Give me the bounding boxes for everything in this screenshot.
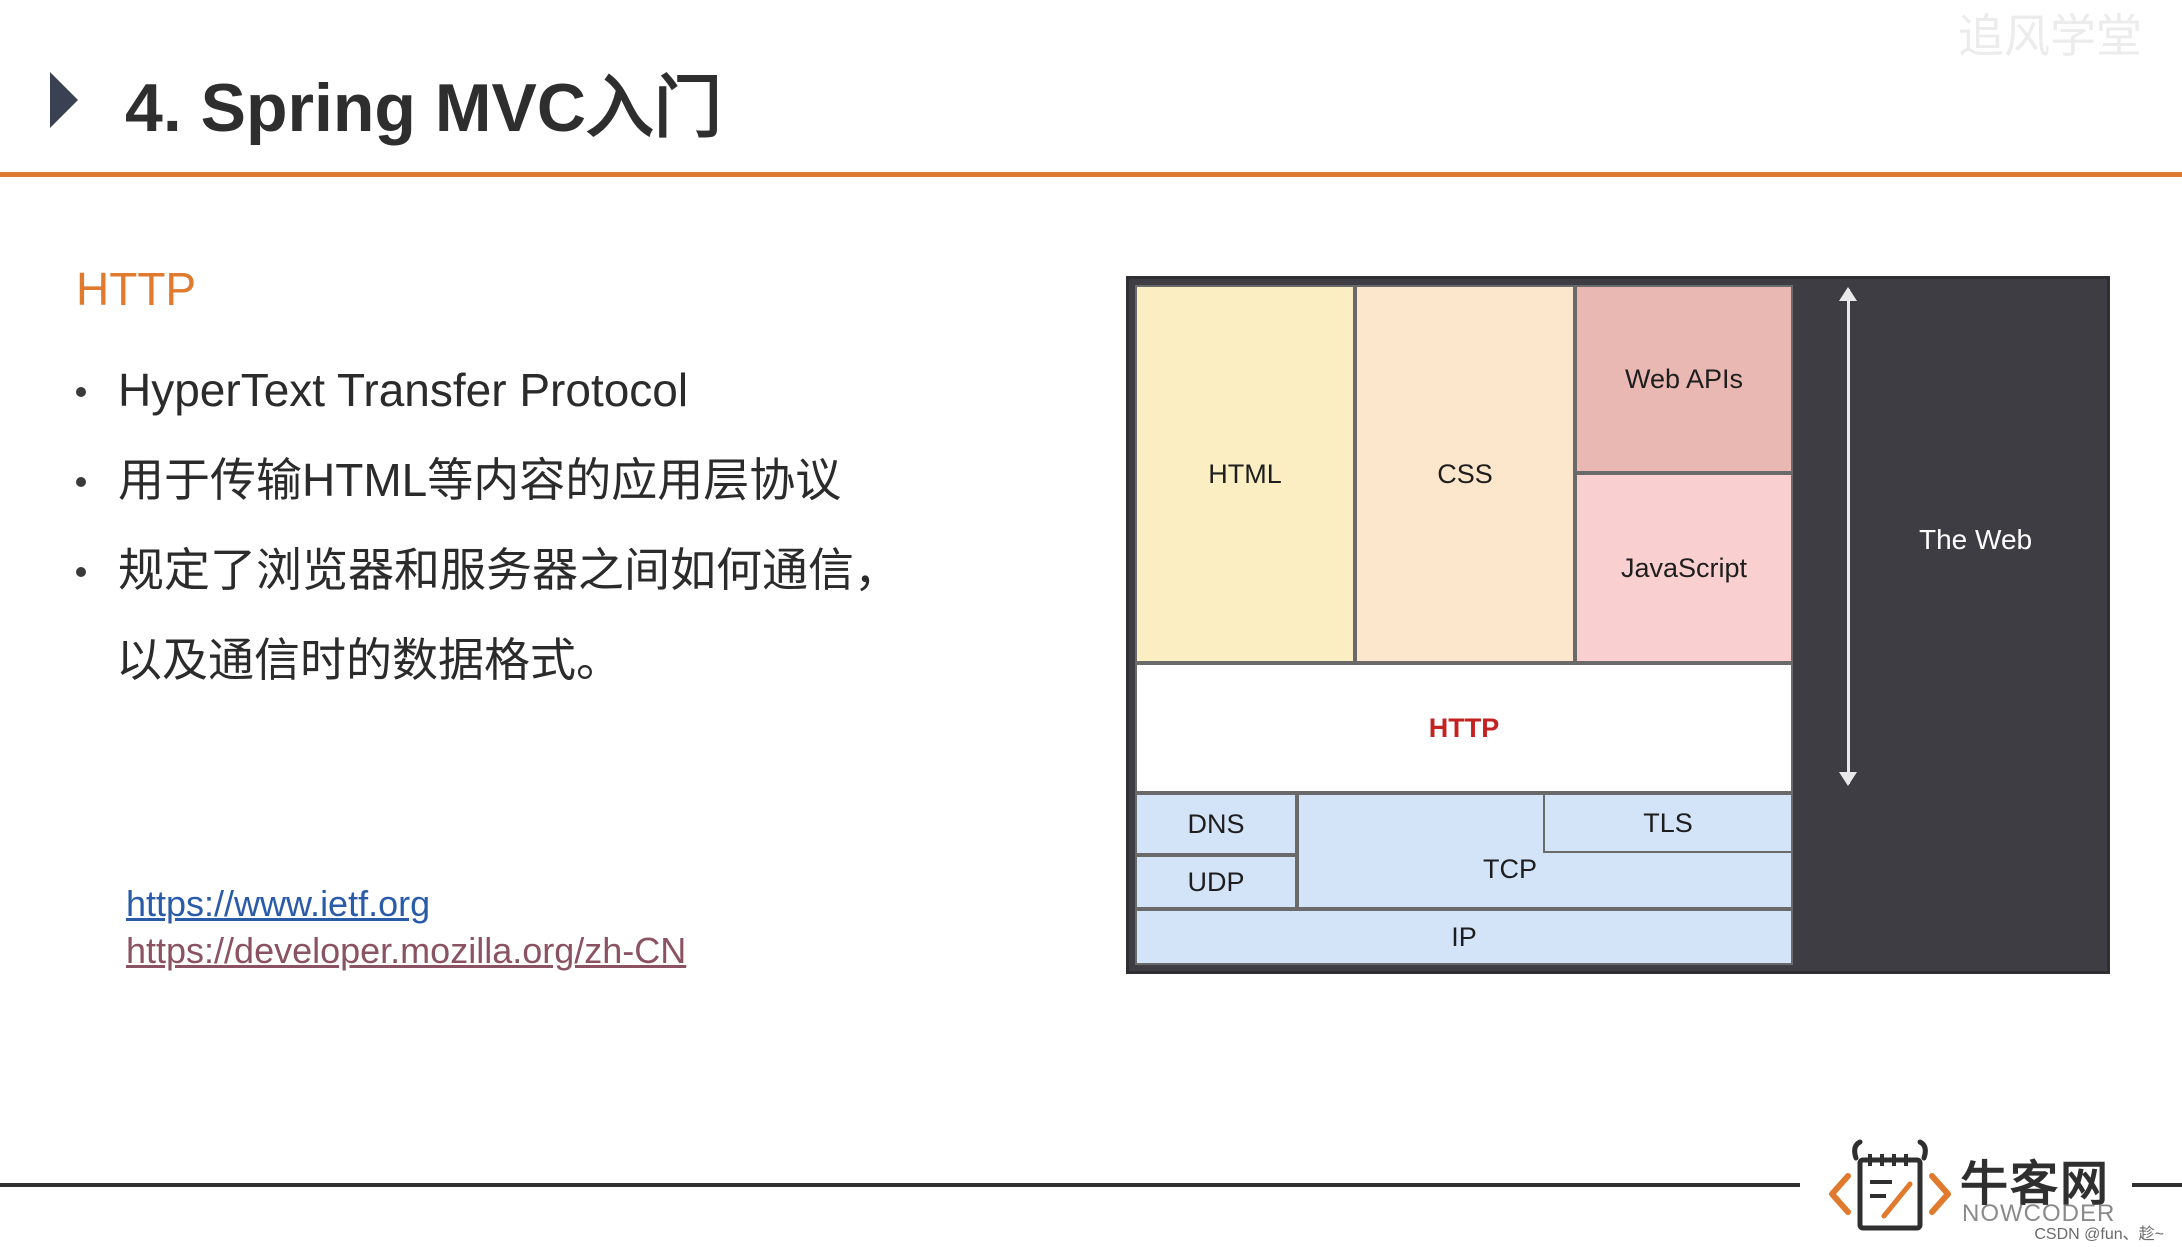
bullet-text: 用于传输HTML等内容的应用层协议	[118, 454, 842, 506]
nowcoder-logo-icon	[1829, 1139, 1951, 1231]
arrow-up-icon	[1839, 287, 1857, 301]
section-heading: HTTP	[76, 263, 197, 315]
udp-label: UDP	[1187, 866, 1245, 897]
logo-english-text: NOWCODER	[1962, 1200, 2116, 1227]
dns-block: DNS	[1135, 793, 1297, 855]
credit-watermark: CSDN @fun、趁~	[2034, 1226, 2164, 1243]
html-label: HTML	[1208, 458, 1282, 489]
ietf-link[interactable]: https://www.ietf.org	[126, 883, 431, 924]
logo-chinese-text: 牛客网	[1960, 1158, 2111, 1211]
bullet-dot-icon	[76, 477, 86, 487]
bullet-dot-icon	[76, 387, 86, 397]
web-apis-label: Web APIs	[1624, 363, 1744, 394]
ip-block: IP	[1135, 909, 1793, 965]
double-arrow-icon	[1839, 287, 1857, 786]
css-block: CSS	[1355, 285, 1575, 663]
the-web-label: The Web	[1919, 524, 2033, 555]
title-arrow-icon	[50, 72, 78, 128]
nowcoder-logo: 牛客网 NOWCODER	[1826, 1138, 2126, 1238]
bullet-item: 规定了浏览器和服务器之间如何通信，	[70, 525, 900, 615]
footer-divider-right	[2132, 1183, 2182, 1187]
mdn-link[interactable]: https://developer.mozilla.org/zh-CN	[126, 930, 687, 971]
css-label: CSS	[1437, 458, 1493, 489]
web-technology-stack-diagram: HTML CSS Web APIs JavaScript HTTP DNS UD…	[1126, 276, 2110, 974]
bullet-text: 规定了浏览器和服务器之间如何通信，	[118, 544, 900, 596]
dns-label: DNS	[1187, 808, 1245, 839]
http-block: HTTP	[1135, 663, 1793, 793]
bullet-item: 用于传输HTML等内容的应用层协议	[70, 435, 900, 525]
bullet-item: HyperText Transfer Protocol	[70, 345, 900, 435]
tls-label: TLS	[1643, 807, 1693, 838]
udp-block: UDP	[1135, 855, 1297, 909]
watermark: 追风学堂	[1958, 10, 2142, 62]
page-title: 4. Spring MVC入门	[125, 70, 722, 146]
arrow-down-icon	[1839, 772, 1857, 786]
title-divider	[0, 172, 2182, 177]
bullet-dot-icon	[76, 567, 86, 577]
tcp-label: TCP	[1483, 854, 1537, 884]
tls-block: TLS	[1543, 793, 1793, 853]
http-label: HTTP	[1428, 712, 1500, 743]
web-apis-block: Web APIs	[1575, 285, 1793, 473]
javascript-block: JavaScript	[1575, 473, 1793, 663]
reference-links: https://www.ietf.org https://developer.m…	[126, 880, 686, 974]
bullet-text: HyperText Transfer Protocol	[118, 364, 689, 416]
footer-divider	[0, 1183, 1800, 1187]
bullet-text: 以及通信时的数据格式。	[116, 634, 622, 686]
bullet-list: HyperText Transfer Protocol 用于传输HTML等内容的…	[70, 345, 900, 705]
bullet-continuation: 以及通信时的数据格式。	[70, 615, 900, 705]
html-block: HTML	[1135, 285, 1355, 663]
javascript-label: JavaScript	[1620, 552, 1748, 583]
ip-label: IP	[1451, 921, 1477, 952]
